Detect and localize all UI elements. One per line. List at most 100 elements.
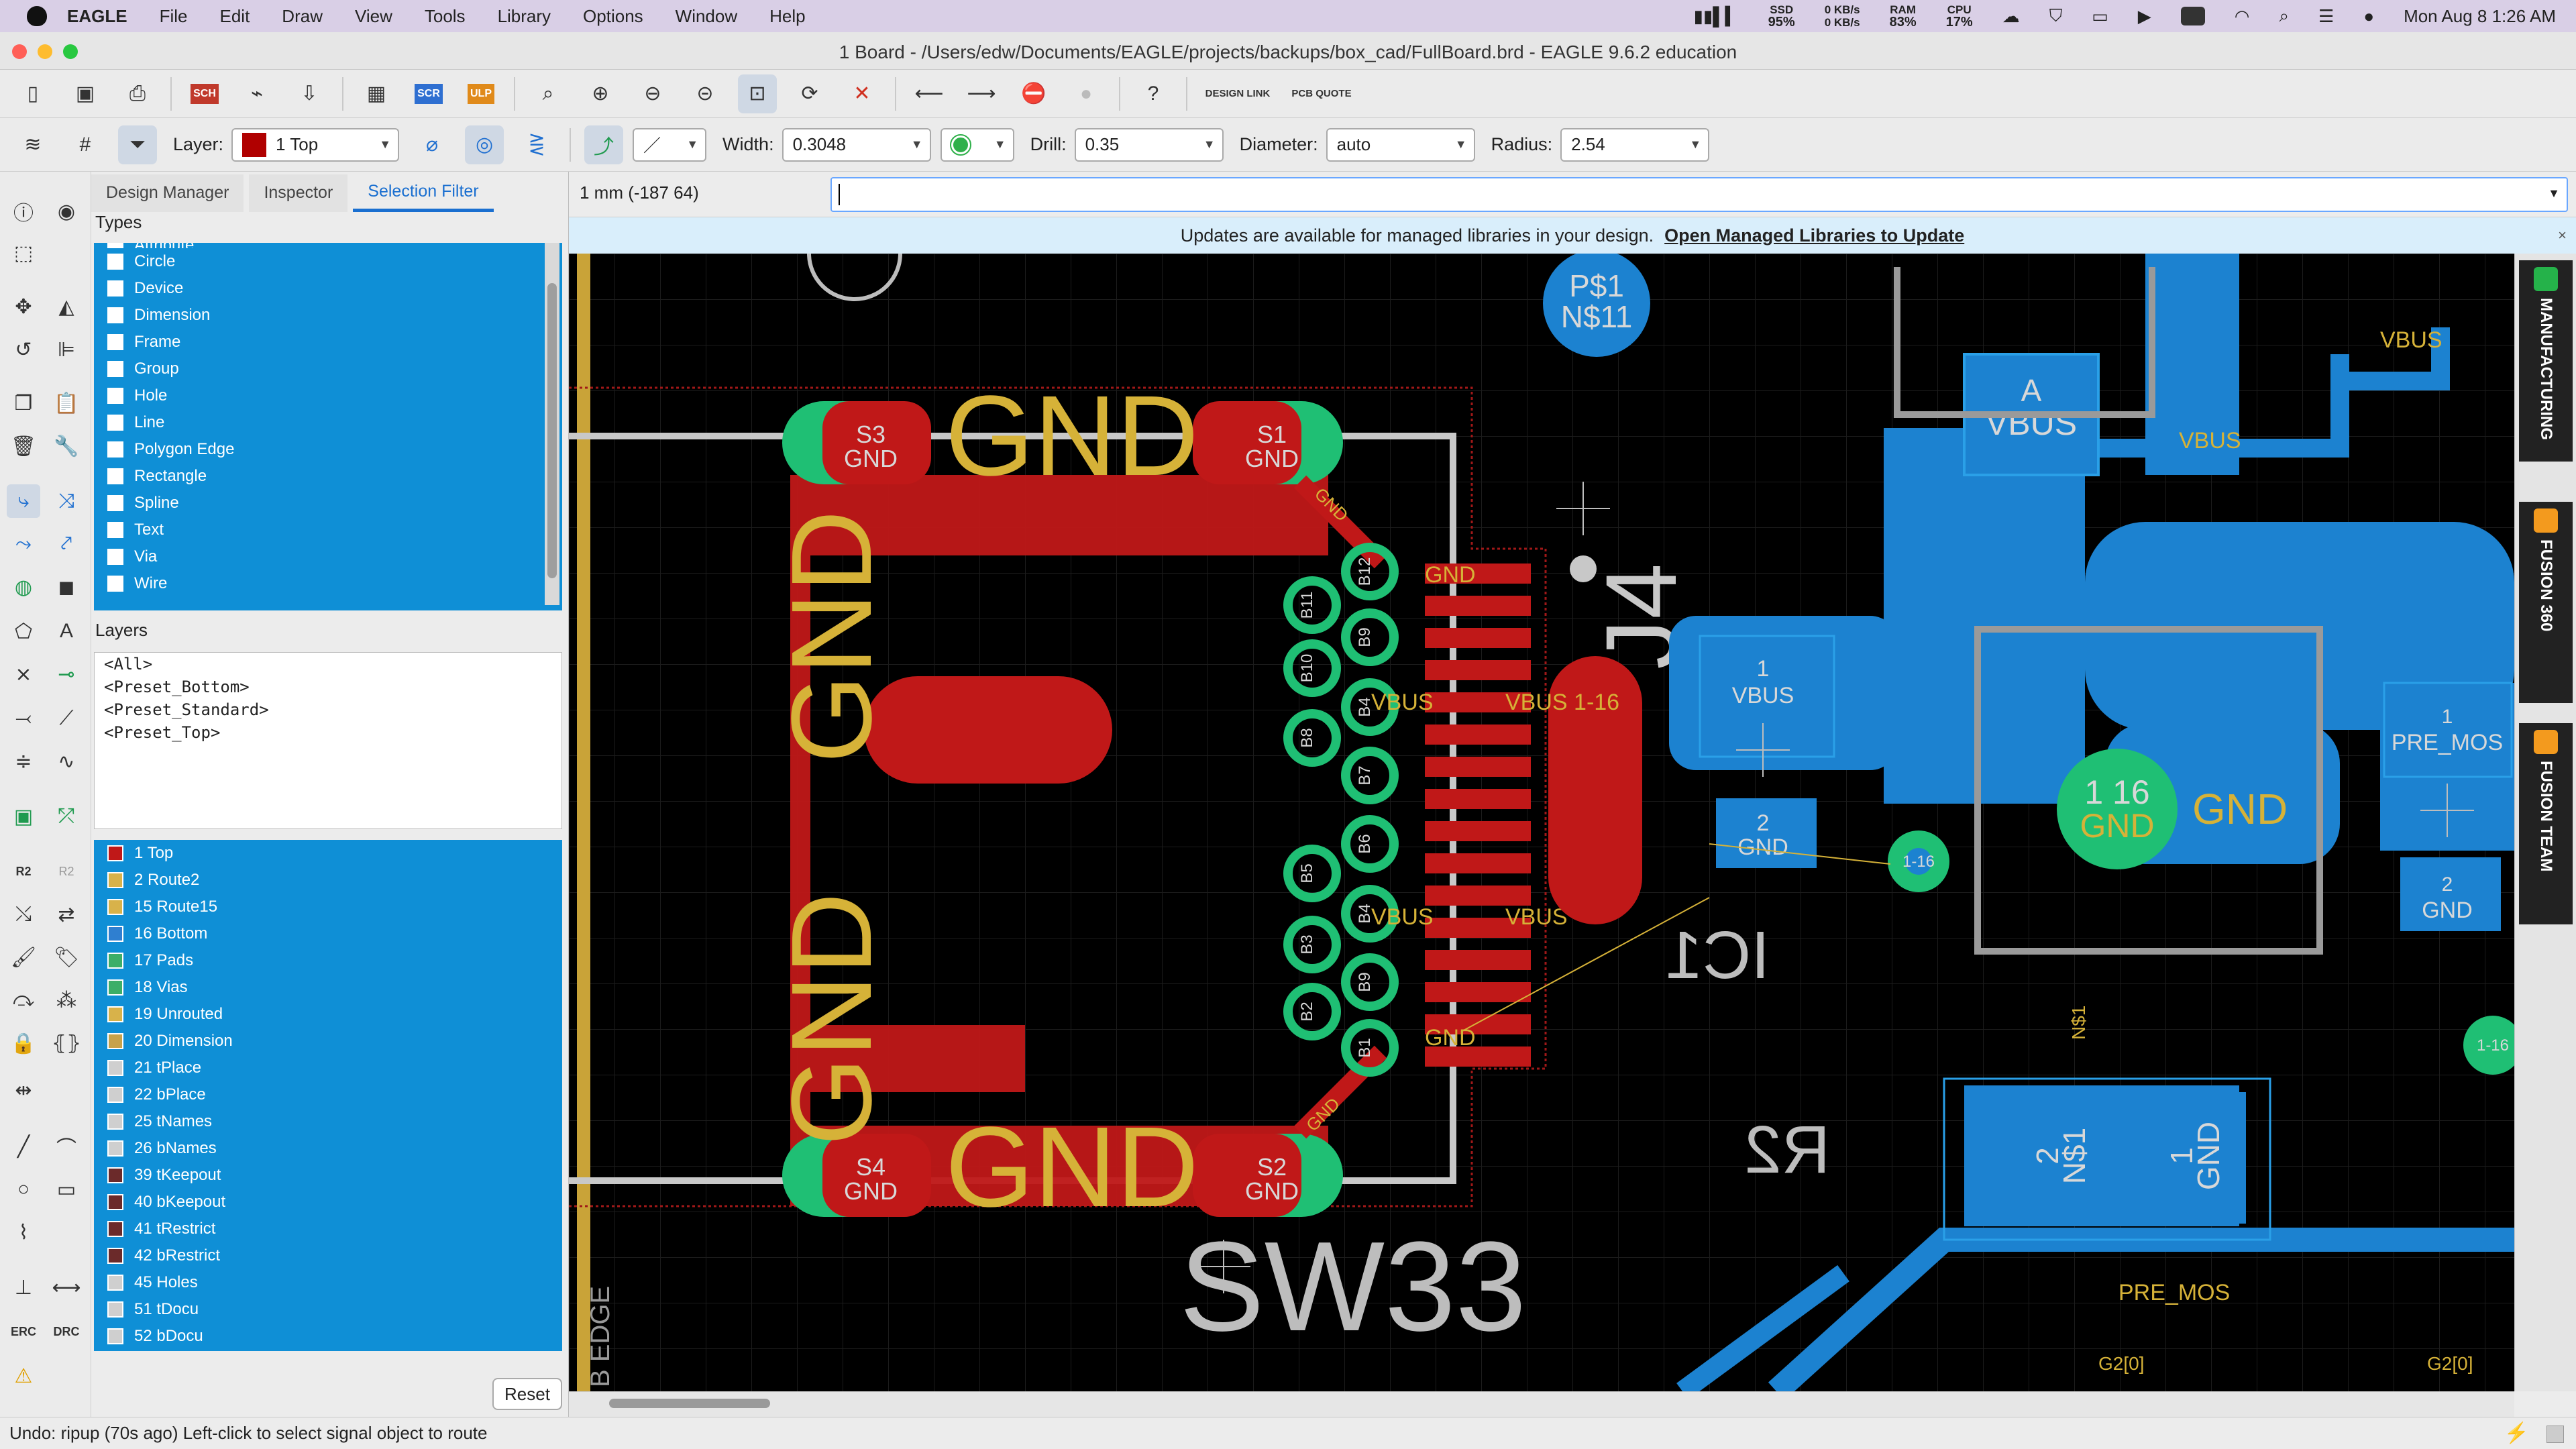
type-item[interactable]: Rectangle	[94, 463, 562, 490]
menu-edit[interactable]: Edit	[219, 5, 250, 26]
spline-icon[interactable]: ⌇	[18, 1221, 29, 1244]
meander-2-icon[interactable]: ∿	[58, 750, 75, 773]
type-item[interactable]: Attribute	[94, 243, 562, 248]
horizontal-scrollbar[interactable]	[569, 1391, 2514, 1417]
layer-item[interactable]: 19 Unrouted	[94, 1001, 562, 1028]
preset-item[interactable]: <Preset_Bottom>	[104, 678, 250, 696]
type-item[interactable]: Polygon Edge	[94, 436, 562, 463]
type-item[interactable]: Wire	[94, 570, 562, 597]
search-icon[interactable]: ⌕	[2279, 5, 2290, 25]
tab-design-manager[interactable]: Design Manager	[91, 174, 244, 212]
gateswap-icon[interactable]: ⁂	[56, 989, 76, 1012]
zoom-in-icon[interactable]: ⊕	[592, 83, 609, 105]
export-icon[interactable]: ⇩	[301, 83, 318, 105]
command-line-input[interactable]: ▼	[830, 177, 2568, 212]
meander-icon[interactable]: ⤳	[15, 533, 32, 555]
layer-item[interactable]: 16 Bottom	[94, 920, 562, 947]
pcb-quote-button[interactable]: PCB QUOTE	[1288, 74, 1355, 113]
ripup-icon[interactable]: ⤤	[60, 533, 72, 555]
layer-item[interactable]: 25 tNames	[94, 1108, 562, 1135]
tab-inspector[interactable]: Inspector	[249, 174, 348, 212]
menu-file[interactable]: File	[159, 5, 188, 26]
layer-item[interactable]: 42 bRestrict	[94, 1242, 562, 1269]
align-icon[interactable]: ⊫	[57, 338, 76, 361]
horizontal-scroll-thumb[interactable]	[609, 1399, 770, 1408]
zoom-fit-icon[interactable]: ⌕	[542, 82, 554, 105]
via-shape-select[interactable]: ▼	[940, 127, 1014, 162]
change-icon[interactable]: ⇹	[15, 1079, 32, 1102]
type-item[interactable]: Text	[94, 517, 562, 543]
warning-icon[interactable]: ⚠	[14, 1364, 33, 1387]
push-route-icon[interactable]: ⋛	[528, 133, 545, 156]
stop-icon[interactable]: ⛔	[1021, 83, 1046, 105]
types-scroll-thumb[interactable]	[547, 283, 557, 578]
grid-icon[interactable]: ▦	[366, 83, 386, 105]
layer-item[interactable]: 18 Vias	[94, 974, 562, 1001]
r2-value-icon[interactable]: R2	[58, 864, 74, 878]
help-icon[interactable]: ?	[1147, 82, 1159, 105]
group-icon[interactable]: ⦃⦄	[51, 1032, 82, 1055]
polygon-icon[interactable]: ◼	[58, 576, 75, 598]
swap-icon[interactable]: ⇄	[58, 903, 75, 926]
layer-item[interactable]: 39 tKeepout	[94, 1162, 562, 1189]
layer-item[interactable]: 21 tPlace	[94, 1055, 562, 1081]
properties-icon[interactable]: 🔧	[54, 435, 79, 458]
show-icon[interactable]: ◉	[57, 200, 76, 223]
tab-selection-filter[interactable]: Selection Filter	[353, 174, 494, 212]
control-center-icon[interactable]: ☰	[2318, 5, 2334, 26]
ulp-button[interactable]: ULP	[462, 74, 500, 113]
type-item[interactable]: Dimension	[94, 302, 562, 329]
type-item[interactable]: Hole	[94, 382, 562, 409]
layer-item[interactable]: 1 Top	[94, 840, 562, 867]
move-icon[interactable]: ✥	[15, 295, 32, 318]
wire-path-icon[interactable]: ⤼	[12, 989, 35, 1011]
menu-options[interactable]: Options	[583, 5, 643, 26]
sch-switch-button[interactable]: SCH	[185, 74, 224, 113]
split-icon[interactable]: ⤙	[15, 707, 32, 729]
menu-help[interactable]: Help	[769, 5, 806, 26]
r2-icon[interactable]: R2	[15, 864, 32, 878]
close-window-button[interactable]	[12, 44, 27, 59]
filter-icon[interactable]: ⏷	[118, 125, 157, 164]
select-icon[interactable]: ⬚	[13, 241, 34, 264]
walkaround-icon[interactable]: ◎	[465, 125, 504, 164]
tag-icon[interactable]: 🏷	[53, 946, 80, 969]
preset-item[interactable]: <Preset_Standard>	[104, 700, 269, 719]
battery-icon[interactable]	[2180, 7, 2205, 25]
open-managed-libraries-link[interactable]: Open Managed Libraries to Update	[1664, 225, 1965, 246]
add-icon[interactable]: ▣	[13, 805, 34, 828]
reset-button[interactable]: Reset	[492, 1378, 562, 1410]
minimize-window-button[interactable]	[38, 44, 52, 59]
print-icon[interactable]: ⎙	[129, 82, 146, 105]
menu-view[interactable]: View	[354, 5, 392, 26]
replace-icon[interactable]: ⤱	[58, 805, 74, 827]
line-icon[interactable]: ╱	[17, 1135, 30, 1158]
arc-icon[interactable]: ⌒	[56, 1138, 76, 1160]
via-icon[interactable]: ◍	[14, 576, 33, 598]
layer-item[interactable]: 15 Route15	[94, 894, 562, 920]
width-select[interactable]: 0.3048▼	[782, 127, 931, 162]
radius-select[interactable]: 2.54▼	[1560, 127, 1710, 162]
smash-icon[interactable]: ⤯	[15, 903, 32, 925]
audio-icon[interactable]: ▮▮▌▍	[1693, 5, 1739, 26]
type-item[interactable]: Frame	[94, 329, 562, 356]
layer-item[interactable]: 20 Dimension	[94, 1028, 562, 1055]
zoom-select-icon[interactable]: ⊡	[738, 74, 777, 113]
menu-library[interactable]: Library	[497, 5, 551, 26]
wire-bend-icon[interactable]: ⌀	[426, 133, 439, 156]
cloud-icon[interactable]: ☁	[2002, 5, 2020, 26]
paint-icon[interactable]: 🖌	[10, 946, 37, 969]
clock[interactable]: Mon Aug 8 1:26 AM	[2404, 5, 2556, 26]
scr-button[interactable]: SCR	[409, 74, 448, 113]
menu-draw[interactable]: Draw	[282, 5, 323, 26]
lightning-icon[interactable]: ⚡	[2504, 1422, 2529, 1444]
menu-app[interactable]: EAGLE	[67, 5, 127, 26]
rectangle-icon[interactable]: ▭	[56, 1178, 76, 1201]
mirror-icon[interactable]: ◭	[58, 295, 74, 318]
save-icon[interactable]: ▣	[75, 83, 95, 105]
drc-icon[interactable]: DRC	[53, 1324, 80, 1338]
ratsnest-icon[interactable]: ✕	[853, 83, 871, 105]
